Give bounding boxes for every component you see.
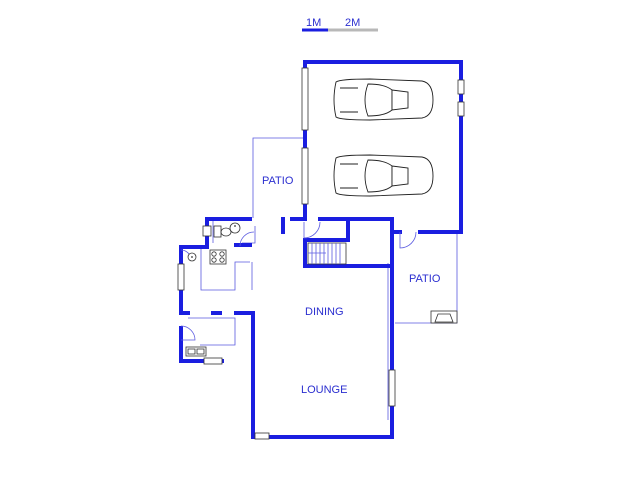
car-icon [333,154,434,197]
scale-bar: 1M 2M [302,17,378,32]
door-laundry [180,325,196,341]
windows [177,67,465,440]
stairs-icon [307,242,347,265]
small-window [202,225,212,237]
room-label-dining: DINING [305,306,344,318]
garage-side-vent-2 [457,101,465,117]
garage-window-upper [301,67,309,131]
room-label-patio-left: PATIO [262,175,294,187]
door-garage [303,221,321,239]
lounge-window [388,369,396,407]
scale-label-2m: 2M [345,17,360,29]
kitchen-window [177,263,185,291]
stove-icon [209,249,227,265]
laundry-sink-icon [185,346,207,357]
bottom-window [254,432,270,440]
basin-icon [229,222,241,234]
garage-window-lower [301,147,309,205]
toilet-icon [213,225,232,238]
doors [180,221,417,341]
car-icon [333,78,434,121]
laundry-window [203,357,223,365]
thin-lines [188,137,458,420]
door-wc [239,231,255,247]
sink-icon [187,252,197,262]
fireplace-icon [430,310,458,324]
room-label-patio-right: PATIO [409,273,441,285]
garage-side-vent-1 [457,79,465,95]
door-patio-right [399,231,417,249]
room-label-lounge: LOUNGE [301,384,347,396]
scale-label-1m: 1M [306,17,321,29]
